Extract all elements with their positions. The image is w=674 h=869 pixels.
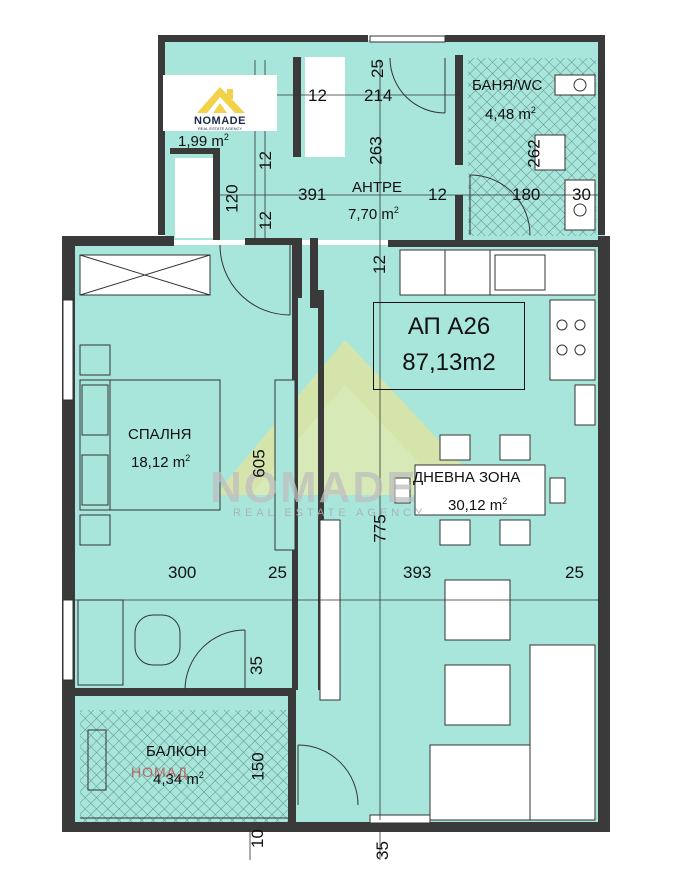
dim-12-top: 12	[308, 86, 327, 105]
dim-35-b: 35	[372, 841, 392, 860]
dim-300: 300	[168, 563, 197, 582]
dim-263: 263	[366, 136, 386, 165]
dim-391: 391	[298, 185, 327, 204]
balcony-details	[80, 729, 288, 819]
dim-25-a: 25	[268, 563, 287, 582]
balcony-watermark: НОМАД	[131, 764, 188, 780]
house-logo-icon	[197, 87, 245, 113]
watermark-tagline: REAL ESTATE AGENCY	[233, 507, 427, 519]
dim-12-a: 12	[255, 151, 275, 170]
dim-180: 180	[512, 185, 541, 204]
dim-25-top: 25	[367, 59, 387, 78]
storage-area: 1,99 m2	[178, 132, 229, 150]
walls	[62, 35, 610, 832]
apartment-total-area: 87,13m2	[402, 349, 496, 376]
dim-214: 214	[364, 86, 393, 105]
bedroom-area: 18,12 m2	[131, 453, 191, 471]
dim-10: 10	[247, 829, 267, 848]
dining-set	[394, 434, 566, 546]
dim-12-b: 12	[255, 211, 275, 230]
hallway-area: 7,70 m2	[348, 205, 399, 223]
dim-150: 150	[248, 752, 268, 781]
logo-tagline: REAL ESTATE AGENCY	[197, 126, 243, 131]
dim-393: 393	[403, 563, 432, 582]
doors	[184, 57, 531, 806]
dim-35-a: 35	[246, 656, 266, 675]
bathroom-fixtures	[534, 74, 596, 231]
bedroom-furniture	[77, 344, 296, 686]
brand-logo: NOMADE REAL ESTATE AGENCY	[163, 75, 277, 131]
balcony-name: БАЛКОН	[146, 743, 207, 760]
dim-25-b: 25	[565, 563, 584, 582]
kitchen	[399, 249, 596, 426]
logo-brand: NOMADE	[194, 115, 246, 127]
apartment-code: АП А26	[407, 313, 491, 340]
dim-12-d: 12	[369, 255, 389, 274]
dim-12-c: 12	[428, 185, 447, 204]
dim-120: 120	[222, 184, 242, 213]
balcony-area: 4,34 m2	[153, 770, 204, 788]
living-area: 30,12 m2	[448, 496, 508, 514]
apartment-box: АП А26 87,13m2	[373, 302, 525, 390]
dim-775: 775	[370, 514, 390, 543]
dim-30: 30	[572, 185, 591, 204]
dim-262: 262	[524, 139, 544, 168]
bedroom-name: СПАЛНЯ	[128, 426, 192, 443]
hallway-name: АНТРЕ	[352, 179, 403, 196]
living-furniture	[319, 519, 596, 821]
living-name: ДНЕВНА ЗОНА	[413, 469, 521, 486]
bathroom-area: 4,48 m2	[485, 105, 536, 123]
dim-605: 605	[249, 449, 269, 478]
windows	[62, 35, 446, 824]
watermark-brand: NOMADE	[210, 463, 418, 512]
bathroom-name: БАНЯ/WC	[472, 77, 543, 94]
